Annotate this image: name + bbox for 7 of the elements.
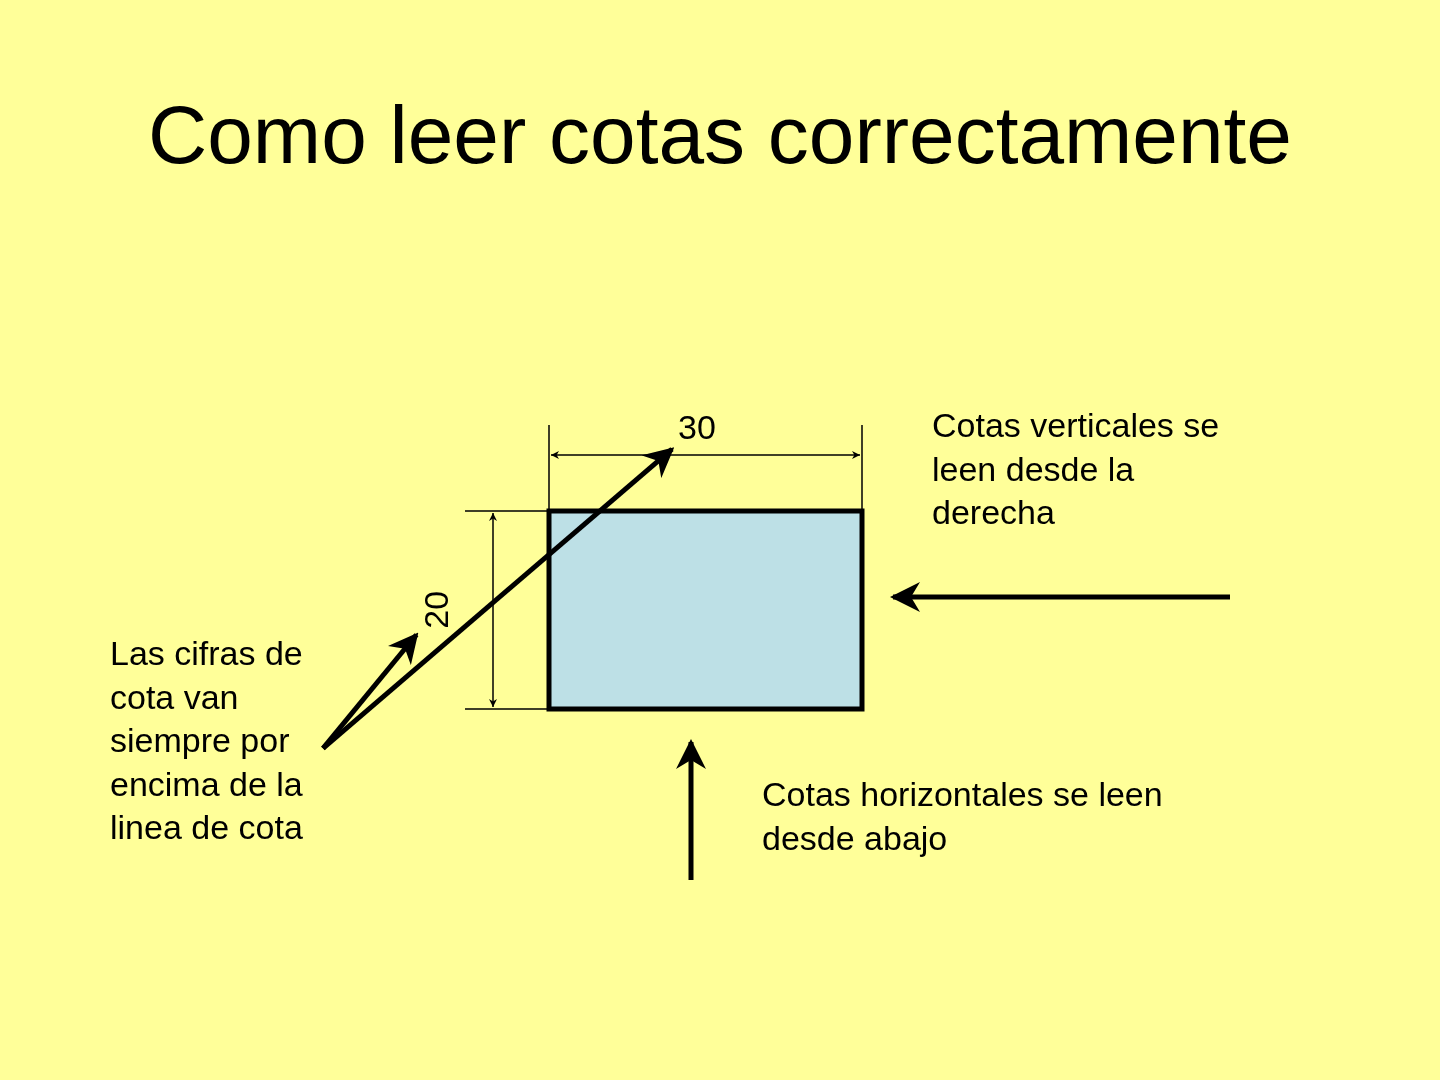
slide-title: Como leer cotas correctamente xyxy=(147,88,1293,182)
annotation-text: Cotas horizontales se leen desde abajo xyxy=(762,773,1202,860)
annotation-text: Cotas verticales se leen desde la derecha xyxy=(932,404,1222,535)
annotation-text: Las cifras de cota van siempre por encima de la linea de cota xyxy=(110,632,323,850)
leader-arrow xyxy=(321,447,675,751)
dimension-value: 30 xyxy=(672,406,722,450)
dimension-value: 20 xyxy=(415,584,459,635)
